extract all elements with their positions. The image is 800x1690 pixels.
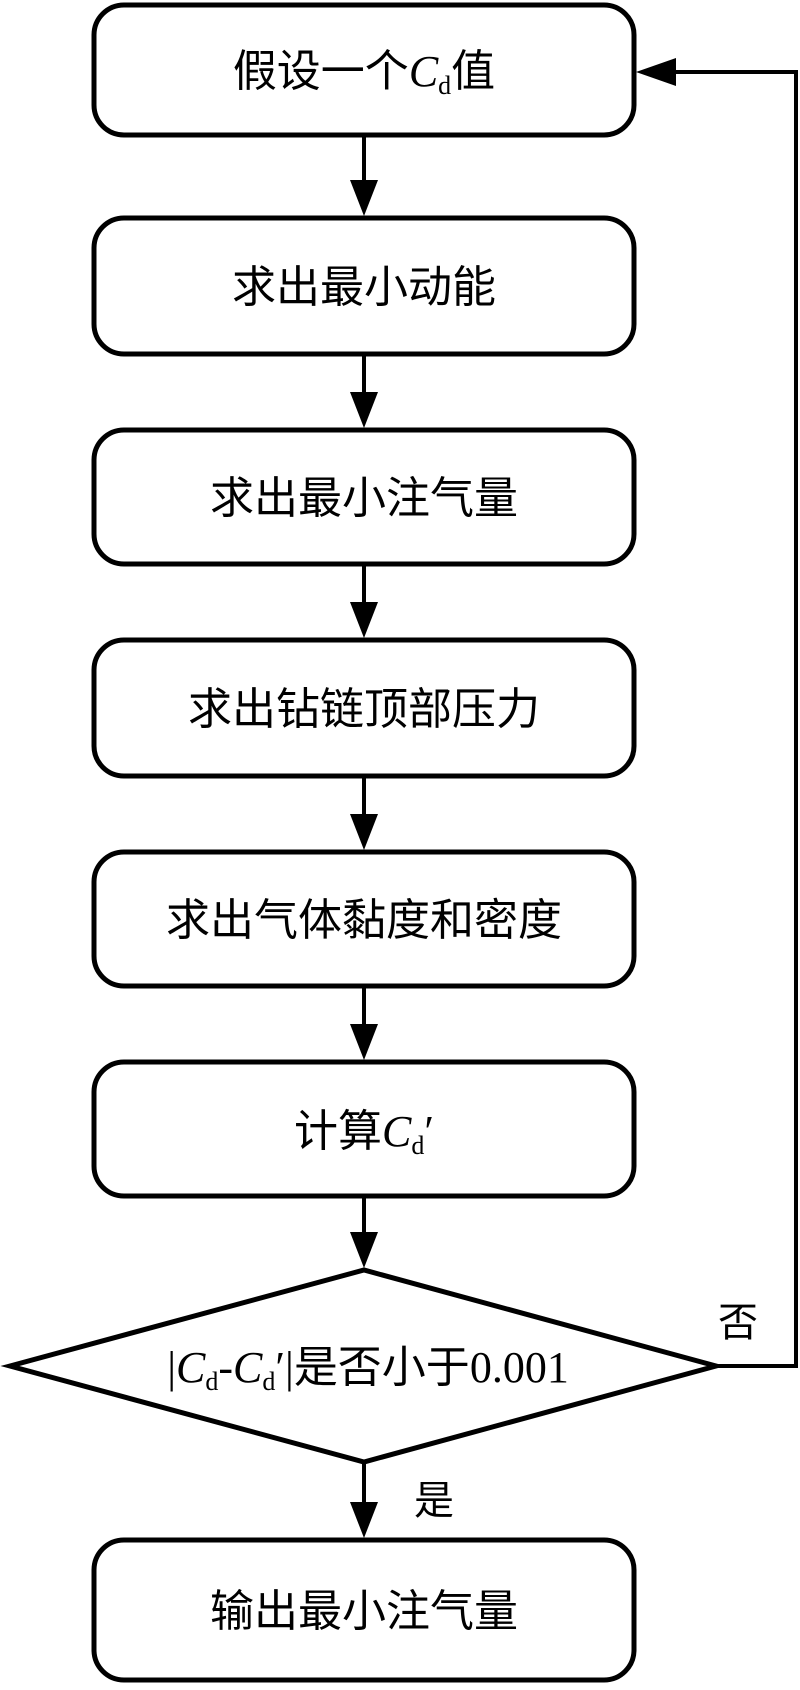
- step-gas-min-label: 求出最小注气量: [210, 473, 518, 524]
- decision-dash: -: [218, 1343, 233, 1392]
- step-assume-cd: 假设一个Cd值: [91, 2, 637, 138]
- step-pressure-label: 求出钻链顶部压力: [188, 684, 540, 735]
- arrow-assume-to-kinetic: [350, 137, 378, 216]
- arrow-kinetic-to-gas: [350, 356, 378, 428]
- decision-prime-bar: ′|: [275, 1343, 293, 1392]
- svg-text:|Cd-Cd′|是否小于0.001: |Cd-Cd′|是否小于0.001: [167, 1342, 569, 1396]
- step-compute-sub: d: [411, 1131, 424, 1160]
- decision-var1: C: [176, 1343, 206, 1392]
- svg-text:计算Cd′: 计算Cd′: [294, 1106, 434, 1160]
- step-min-kinetic-energy: 求出最小动能: [91, 215, 637, 357]
- svg-text:假设一个Cd值: 假设一个Cd值: [233, 46, 495, 100]
- step-assume-var: C: [409, 47, 439, 96]
- step-compute-cd-prime: 计算Cd′: [91, 1059, 637, 1199]
- step-output-label: 输出最小注气量: [210, 1586, 518, 1637]
- decision-value: 0.001: [470, 1343, 569, 1392]
- arrow-gas-to-pressure: [350, 566, 378, 638]
- step-gas-viscosity-density: 求出气体黏度和密度: [91, 849, 637, 989]
- decision-text: 是否小于: [294, 1342, 470, 1393]
- step-drill-collar-top-pressure: 求出钻链顶部压力: [91, 637, 637, 779]
- edge-label-yes: 是: [414, 1478, 454, 1524]
- step-assume-sub: d: [438, 71, 451, 100]
- decision-bar-left: |: [167, 1343, 176, 1392]
- step-viscosity-label: 求出气体黏度和密度: [166, 895, 562, 946]
- arrow-no-loop-back: [636, 58, 798, 1368]
- arrow-viscosity-to-compute: [350, 988, 378, 1060]
- step-compute-suffix: ′: [424, 1107, 434, 1156]
- decision-var2: C: [233, 1343, 263, 1392]
- step-assume-suffix: 值: [451, 46, 495, 97]
- decision-diamond: |Cd-Cd′|是否小于0.001: [0, 1267, 726, 1465]
- arrow-pressure-to-viscosity: [350, 778, 378, 850]
- step-compute-prefix: 计算: [294, 1106, 382, 1157]
- step-compute-var: C: [382, 1107, 412, 1156]
- edge-label-no: 否: [718, 1300, 758, 1346]
- step-kinetic-label: 求出最小动能: [232, 262, 496, 313]
- decision-sub1: d: [205, 1367, 218, 1396]
- arrow-decision-to-output: [350, 1464, 378, 1538]
- step-min-gas-injection: 求出最小注气量: [91, 427, 637, 567]
- step-output-min-gas: 输出最小注气量: [91, 1537, 637, 1683]
- arrow-compute-to-decision: [350, 1198, 378, 1268]
- decision-sub2: d: [262, 1367, 275, 1396]
- step-assume-prefix: 假设一个: [233, 46, 409, 97]
